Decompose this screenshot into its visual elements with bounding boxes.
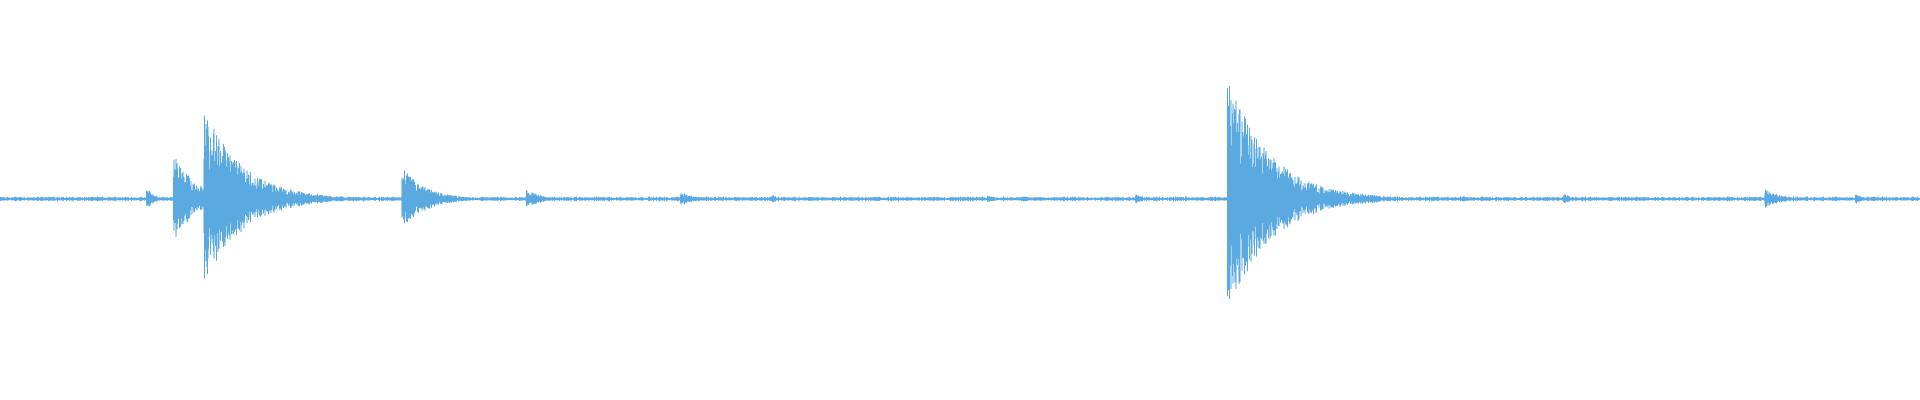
waveform-signal xyxy=(0,85,1920,299)
